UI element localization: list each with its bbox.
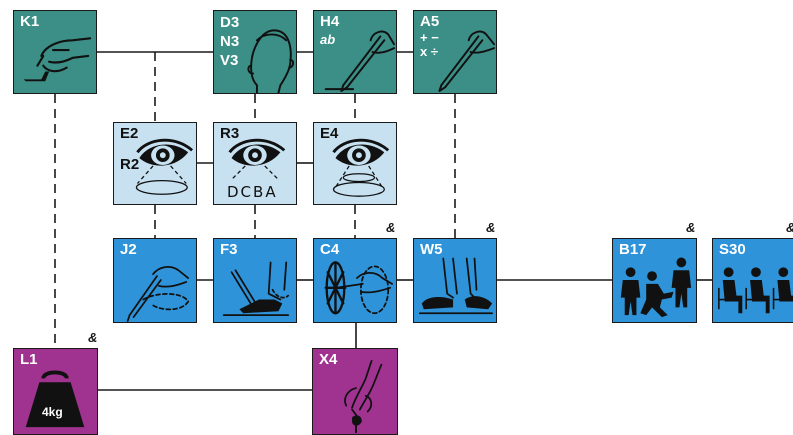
ampersand-l1: &	[88, 330, 98, 345]
box-f3-code: F3	[220, 241, 238, 258]
box-w5: W5	[413, 238, 497, 323]
box-h4: H4 ab	[313, 10, 397, 94]
box-k1: K1	[13, 10, 97, 94]
hand-wheel-icon	[324, 261, 393, 315]
hand-pointing-icon	[23, 37, 92, 82]
box-a5-code: A5	[420, 13, 440, 30]
box-e2: E2 R2	[113, 122, 197, 205]
box-f3: F3	[213, 238, 297, 323]
eye-icon	[135, 138, 194, 195]
box-a5-sub: + − x ÷	[420, 30, 439, 59]
box-e2-code: E2	[120, 125, 139, 142]
ampersand-c4: &	[386, 220, 396, 235]
box-j2: J2	[113, 238, 197, 323]
walking-feet-icon	[418, 257, 493, 315]
box-l1-weight-label: 4kg	[42, 405, 63, 419]
box-k1-code: K1	[20, 13, 40, 30]
box-r3-letters: DCBA	[227, 183, 278, 201]
box-h4-sub: ab	[320, 32, 336, 47]
box-d3-code: D3 N3 V3	[220, 14, 240, 69]
box-j2-code: J2	[120, 241, 137, 258]
box-s30-code: S30	[719, 241, 746, 258]
box-x4: X4	[312, 348, 398, 435]
head-profile-icon	[247, 29, 295, 93]
weight-icon	[25, 370, 85, 428]
box-s30: S30	[712, 238, 793, 323]
eye-icon	[228, 138, 286, 181]
ampersand-s30: &	[786, 220, 793, 235]
hand-writing-icon	[324, 30, 396, 93]
box-b17-code: B17	[619, 241, 647, 258]
box-a5: A5 + − x ÷	[413, 10, 497, 94]
box-r3-code: R3	[220, 125, 240, 142]
box-e4: E4	[313, 122, 397, 205]
seated-people-icon	[718, 267, 793, 314]
box-d3: D3 N3 V3	[213, 10, 297, 94]
ampersand-b17: &	[686, 220, 696, 235]
box-e4-code: E4	[320, 125, 339, 142]
hand-writing-icon	[438, 30, 496, 93]
box-x4-code: X4	[319, 351, 338, 368]
eye-icon	[332, 138, 390, 197]
box-c4: C4	[313, 238, 397, 323]
box-b17: B17	[612, 238, 697, 323]
box-h4-code: H4	[320, 13, 340, 30]
box-l1: L1 4kg	[13, 348, 98, 435]
foot-pedal-icon	[222, 261, 290, 317]
box-c4-code: C4	[320, 241, 340, 258]
box-l1-code: L1	[20, 351, 38, 368]
box-w5-code: W5	[420, 241, 443, 258]
ampersand-w5: &	[486, 220, 496, 235]
box-r3: R3 DCBA	[213, 122, 297, 205]
hand-drawing-icon	[126, 265, 190, 322]
box-e2-sub: R2	[120, 156, 140, 173]
people-group-icon	[620, 257, 692, 318]
hand-pinch-icon	[344, 359, 383, 434]
